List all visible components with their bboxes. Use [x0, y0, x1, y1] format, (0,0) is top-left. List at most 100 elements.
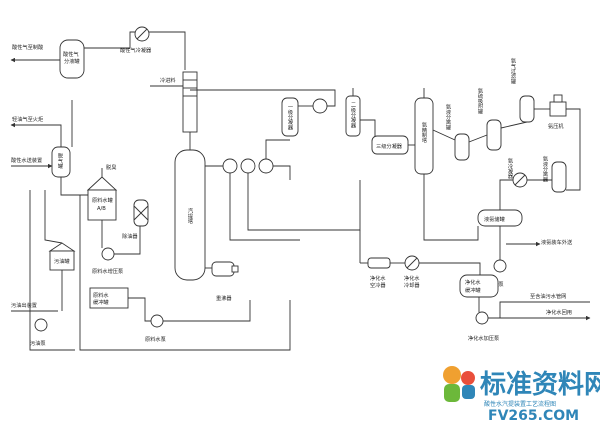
label-oil-pump: 污油泵 — [30, 339, 46, 347]
oil-pump — [34, 318, 48, 332]
left-loop-2 — [44, 190, 63, 244]
raw-water-tank — [87, 189, 117, 221]
ammonia-compressor — [549, 101, 567, 117]
label-second-sep: 二级分凝器 — [350, 102, 356, 129]
label-purified-water-cooler-1: 净化水 — [404, 274, 420, 282]
label-ammonia-compressor: 氨压机 — [548, 122, 564, 130]
raw-water-pump — [150, 314, 164, 328]
label-purified-buffer-1: 净化水 — [465, 278, 481, 286]
oil-remover-x2 — [133, 205, 149, 221]
raw-water-tank-roof — [86, 176, 118, 191]
label-purified-air-cooler-1: 净化水 — [370, 274, 386, 282]
label-raw-water-pump: 原料水泵 — [145, 335, 166, 343]
hx-right — [273, 165, 291, 180]
adsorb-to-filter — [500, 121, 528, 129]
label-oil-remover: 除油器 — [122, 232, 138, 240]
label-raw-water-buffer-1: 原料水 — [93, 291, 109, 299]
label-raw-water-tank-2: A/B — [97, 206, 106, 212]
cooler-to-buffer — [419, 262, 481, 275]
label-third-sep: 三级分凝器 — [376, 142, 403, 150]
reboiler-cap — [231, 265, 239, 273]
raw-water-booster-pump — [101, 247, 115, 261]
overhead-loop — [190, 89, 336, 107]
compressor-loop — [566, 108, 581, 191]
liquid-ammonia-pump — [493, 259, 507, 273]
label-liquid-ammonia-tank: 液氨储罐 — [484, 215, 505, 223]
ammonia-compressor-top — [553, 94, 563, 103]
label-raw-water-buffer-2: 缓冲罐 — [93, 298, 109, 306]
watermark-figure-head — [443, 366, 461, 384]
label-raw-water-booster: 原料水增压泵 — [92, 267, 123, 275]
label-ammonia-sep: 氨液分离罐 — [445, 103, 451, 132]
refining-bottom — [423, 174, 479, 241]
label-ammonia-sulfide-adsorb: 氨硫吸附罐 — [477, 87, 483, 116]
label-acid-gas-sep-tank-2: 分液罐 — [64, 57, 80, 65]
ammonia-filter — [519, 95, 535, 123]
label-deodor: 脱臭 — [106, 163, 116, 171]
label-acid-gas-to-sulfur: 酸性气至制酸 — [12, 43, 44, 51]
label-acid-gas-sep-tank-1: 酸性气 — [63, 50, 79, 58]
label-raw-water-tank-1: 原料水罐 — [92, 196, 113, 204]
left-loop-1 — [29, 190, 75, 351]
purified-air-cooler — [367, 257, 391, 269]
ammonia-condenser-slash — [514, 174, 526, 186]
label-ammonia-condenser: 氨冷凝器 — [507, 157, 513, 181]
stripper-top-section — [182, 71, 198, 133]
hx-loop-up — [265, 139, 290, 159]
hx-loop-mid — [247, 173, 361, 231]
label-degas-tank: 脱气罐 — [57, 152, 63, 170]
label-purified-air-cooler-2: 空冷器 — [370, 281, 386, 289]
label-purified-water-cooler-2: 冷却器 — [404, 281, 420, 289]
label-acid-gas-cooler: 酸性气冷凝器 — [120, 46, 152, 54]
booster-to-remover — [114, 226, 141, 255]
label-purified-booster: 净化水加压泵 — [468, 334, 499, 342]
heat-exchanger-1 — [222, 158, 238, 174]
watermark-figure-head-2 — [461, 371, 475, 385]
acid-gas-sep-tank — [59, 39, 85, 79]
refining-to-sep — [432, 129, 456, 141]
label-ammonia-sep2: 氨液分离器 — [542, 155, 548, 184]
ammonia-separator — [454, 133, 470, 161]
first-condenser-icon — [312, 98, 328, 114]
pump-to-system — [163, 300, 251, 322]
hx-loop-low — [229, 173, 300, 241]
first-separator — [281, 97, 299, 137]
heat-exchanger-2 — [240, 158, 256, 174]
label-first-sep: 一级分凝器 — [287, 104, 293, 131]
watermark: 标准资料网 酸性水汽提装置工艺流程图 FV265.COM — [443, 366, 600, 424]
watermark-title: 标准资料网 — [480, 370, 600, 400]
ammonia-separator-2 — [551, 161, 567, 193]
bottom-loop — [79, 195, 291, 351]
degas-to-flare — [50, 124, 62, 147]
label-reboiler: 重沸器 — [216, 294, 232, 302]
purified-booster-pump — [475, 311, 489, 325]
watermark-figure-body — [444, 384, 460, 402]
purified-cooler-slash — [406, 257, 418, 269]
label-purified-use: 净化水回用 — [546, 308, 572, 316]
acid-gas-line-top — [84, 31, 186, 70]
buffer-to-pump — [128, 297, 151, 322]
watermark-url: FV265.COM — [488, 408, 579, 424]
watermark-subtitle: 酸性水汽提装置工艺流程图 — [484, 400, 556, 408]
label-ammonia-filter: 氨气过滤罐 — [510, 57, 516, 86]
booster-out — [488, 301, 590, 319]
label-cold-feed: 冷进料 — [160, 76, 176, 84]
label-purified-buffer-2: 缓冲罐 — [465, 286, 481, 294]
acid-gas-cooler-slash — [136, 28, 148, 40]
reboiler — [211, 261, 235, 277]
label-to-oily-sewer: 至含油污水管网 — [530, 292, 566, 300]
label-oil-out: 污油出装置 — [11, 301, 37, 309]
cond-to-tank — [499, 179, 513, 210]
oil-tank-roof — [48, 242, 76, 252]
label-oil-tank: 污油罐 — [54, 257, 70, 265]
label-ammonia-refining: 氨精制塔 — [421, 121, 427, 145]
degas-to-tank — [60, 177, 90, 196]
watermark-figure-body-2 — [462, 385, 475, 399]
label-acid-water-from-unit: 酸性水送装置 — [11, 156, 42, 164]
label-liquid-ammonia-truck: 液氨装车外送 — [541, 238, 573, 246]
label-stripper: 汽提塔 — [187, 207, 193, 225]
heat-exchanger-3 — [258, 158, 274, 174]
sep-to-adsorb — [468, 134, 488, 143]
